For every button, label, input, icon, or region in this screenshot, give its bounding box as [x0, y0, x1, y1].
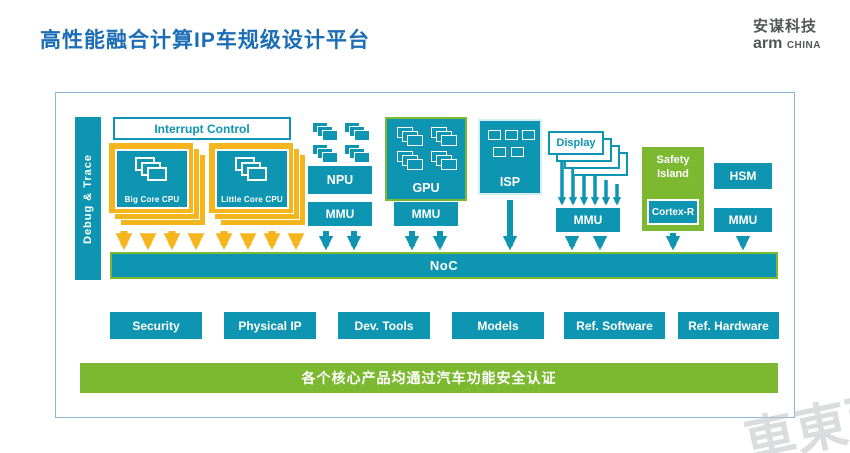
little-core-cpu-block: Little Core CPU: [215, 149, 289, 209]
chip-icon: [511, 147, 524, 157]
isp-block: ISP: [478, 119, 542, 195]
display-block: Display: [548, 131, 604, 155]
debug-trace-bar: Debug & Trace: [75, 117, 101, 280]
npu-block: NPU: [308, 166, 372, 194]
hsm-mmu-block: MMU: [714, 208, 772, 232]
ref-hardware-block: Ref. Hardware: [678, 312, 779, 339]
chip-stack-icon: [312, 122, 338, 142]
big-core-cpu-block: Big Core CPU: [115, 149, 189, 209]
hsm-block: HSM: [714, 163, 772, 189]
gpu-mmu-block: MMU: [394, 202, 458, 226]
logo-chinese-name: 安谋科技: [753, 18, 818, 35]
certification-banner: 各个核心产品均通过汽车功能安全认证: [80, 363, 778, 393]
gpu-block: GPU: [385, 117, 467, 201]
chip-stack-icon: [397, 127, 423, 147]
chip-stack-icon: [312, 144, 338, 164]
chip-icon: [488, 130, 501, 140]
logo-arm-wordmark: arm CHINA: [753, 35, 821, 53]
chip-icon: [505, 130, 518, 140]
cpu-cores-stack-icon: [235, 157, 269, 183]
page-title: 高性能融合计算IP车规级设计平台: [40, 29, 370, 52]
arm-china-logo: 安谋科技 arm CHINA: [753, 18, 821, 54]
little-core-cpu-cluster: Little Core CPU: [208, 142, 306, 228]
cortex-r-block: Cortex-R: [647, 199, 699, 225]
npu-mmu-block: MMU: [308, 202, 372, 226]
chip-icon: [522, 130, 535, 140]
chip-stack-icon: [344, 144, 370, 164]
isp-label: ISP: [499, 175, 521, 189]
cpu-stack-layer: Little Core CPU: [208, 142, 294, 214]
chip-stack-icon: [431, 127, 457, 147]
big-core-cpu-label: Big Core CPU: [124, 195, 180, 204]
ref-software-block: Ref. Software: [564, 312, 665, 339]
chip-stack-icon: [344, 122, 370, 142]
little-core-cpu-label: Little Core CPU: [221, 195, 283, 204]
chip-stack-icon: [397, 151, 423, 171]
dev-tools-block: Dev. Tools: [338, 312, 430, 339]
interrupt-control-block: Interrupt Control: [113, 117, 291, 140]
cpu-cores-stack-icon: [135, 157, 169, 183]
big-core-cpu-cluster: Big Core CPU: [108, 142, 206, 228]
chip-stack-icon: [431, 151, 457, 171]
gpu-label: GPU: [412, 181, 440, 195]
models-block: Models: [452, 312, 544, 339]
noc-bus-bar: NoC: [110, 252, 778, 279]
security-block: Security: [110, 312, 202, 339]
chip-icon: [493, 147, 506, 157]
display-mmu-block: MMU: [556, 208, 620, 232]
physical-ip-block: Physical IP: [224, 312, 316, 339]
cpu-stack-layer: Big Core CPU: [108, 142, 194, 214]
